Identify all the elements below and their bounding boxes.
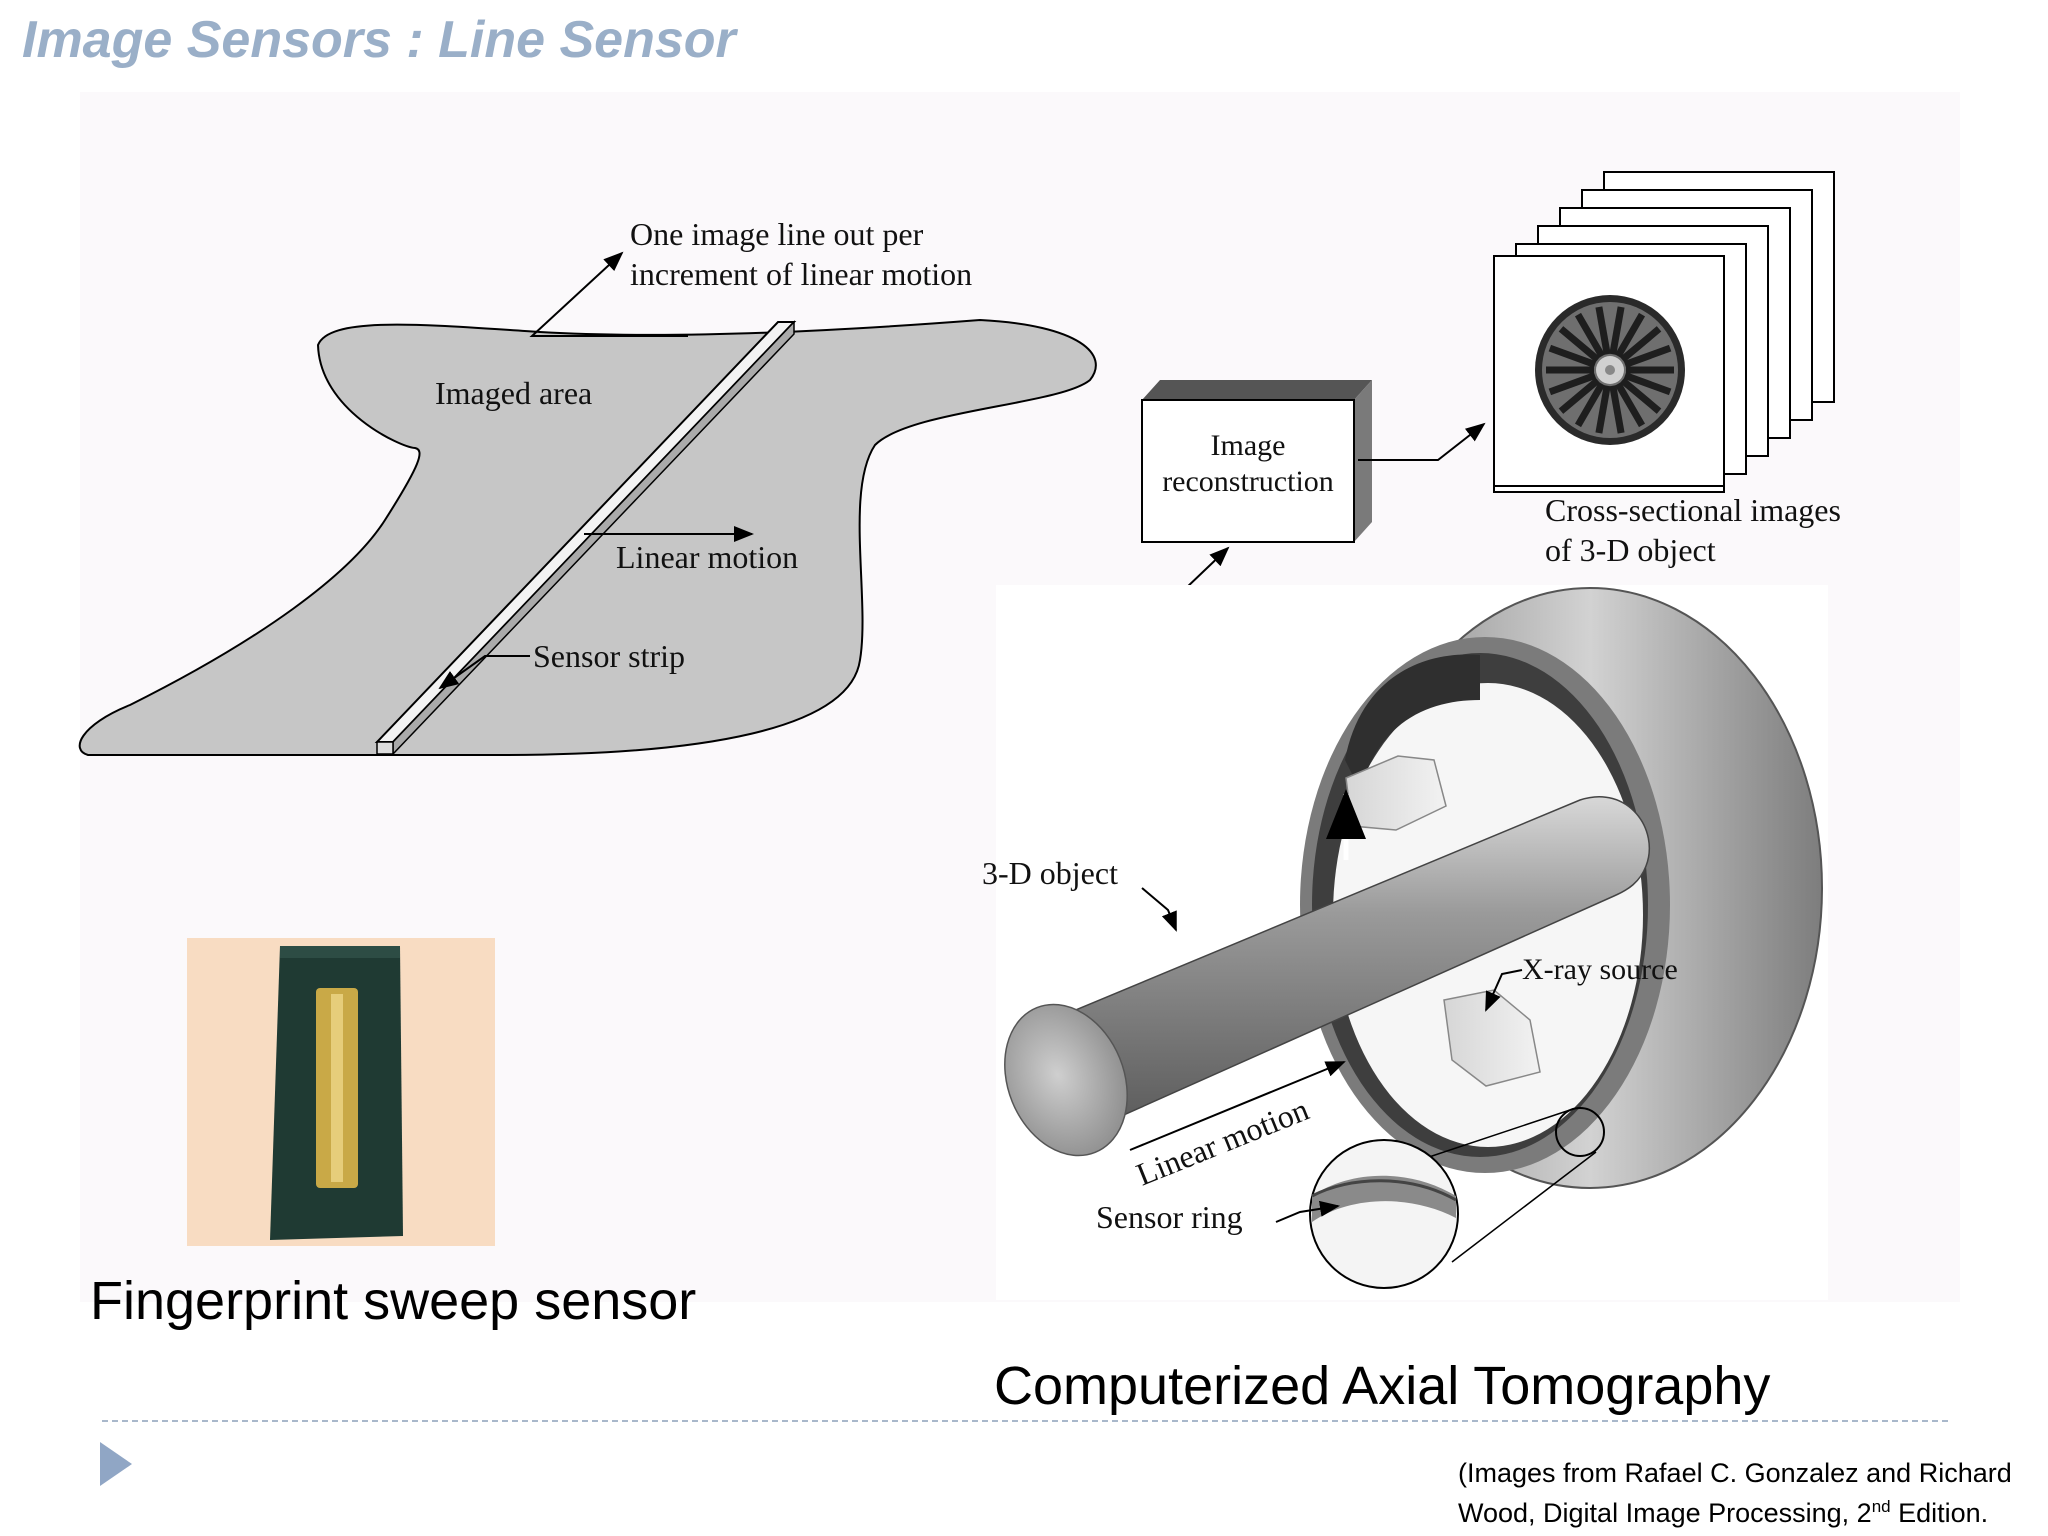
cross-section-label-line1: Cross-sectional images <box>1545 492 1841 528</box>
credit-line2-suffix: Edition. <box>1890 1498 1989 1528</box>
reconstruction-label-line1: Image <box>1211 429 1286 462</box>
credit-line2-prefix: Wood, Digital Image Processing, 2 <box>1458 1498 1872 1528</box>
cross-section-spoke <box>1620 377 1662 414</box>
cross-section-image <box>1535 295 1685 445</box>
xray-label: X-ray source <box>1522 953 1678 986</box>
cross-section-spoke <box>1609 306 1625 355</box>
sensor-ring-zoom <box>1309 1139 1459 1289</box>
cross-section-spoke <box>1595 385 1611 434</box>
cross-section-spoke <box>1558 377 1600 414</box>
cross-section-spoke <box>1623 372 1672 396</box>
reconstruction-pipeline: Image reconstruction Cross-sectional ima… <box>1137 171 1841 633</box>
sensor-strip <box>374 320 797 756</box>
fingerprint-sensor-photo <box>187 938 495 1246</box>
credit-line2: Wood, Digital Image Processing, 2nd Edit… <box>1458 1490 2048 1530</box>
ct-linear-motion-arrow <box>1129 1061 1346 1151</box>
line-sensor-diagram: One image line out per increment of line… <box>78 216 1097 756</box>
output-arrow <box>529 251 688 337</box>
cross-section-spoke <box>1609 385 1625 434</box>
cross-section-label-line2: of 3-D object <box>1545 532 1716 568</box>
slide-title: Image Sensors : Line Sensor <box>22 11 736 69</box>
cross-section-spoke <box>1595 306 1611 355</box>
output-label-line1: One image line out per <box>630 216 924 252</box>
object-cylinder <box>1040 796 1651 1131</box>
reconstruction-label-line2: reconstruction <box>1162 465 1334 498</box>
cross-section-spoke <box>1623 344 1672 368</box>
cross-section-spoke <box>1614 312 1646 358</box>
xray-leader <box>1485 969 1523 1012</box>
sensor-ring-leader <box>1275 1200 1340 1223</box>
sensor-ring-label: Sensor ring <box>1096 1199 1243 1235</box>
sensor-strip-leader <box>438 655 530 690</box>
sensor-strip-label: Sensor strip <box>533 638 685 674</box>
object-leader <box>1141 887 1177 932</box>
play-triangle-icon <box>100 1442 132 1486</box>
reconstruction-output-arrow <box>1358 422 1486 461</box>
sensor-ring-zoom-source <box>1555 1107 1605 1157</box>
output-label-line2: increment of linear motion <box>630 256 972 292</box>
cross-section-spoke <box>1574 382 1606 428</box>
object-label: 3-D object <box>982 855 1118 891</box>
cross-section-spoke <box>1548 344 1597 368</box>
reconstruction-box <box>1141 399 1355 543</box>
cross-section-stack <box>1493 171 1835 493</box>
image-credit: (Images from Rafael C. Gonzalez and Rich… <box>1458 1456 2048 1530</box>
cat-caption: Computerized Axial Tomography <box>994 1356 1771 1416</box>
object-cylinder-end <box>1004 1003 1128 1157</box>
credit-line2-sup: nd <box>1871 1497 1891 1516</box>
fingerprint-caption: Fingerprint sweep sensor <box>90 1271 697 1331</box>
ct-scanner-illustration: 3-D object X-ray source Linear motion Se… <box>982 585 1828 1300</box>
cross-section-spoke <box>1614 382 1646 428</box>
cross-section-spoke <box>1548 372 1597 396</box>
linear-motion-label: Linear motion <box>616 539 798 575</box>
cross-section-spoke <box>1558 326 1600 363</box>
cross-section-spoke <box>1574 312 1606 358</box>
footer-divider <box>102 1420 1948 1422</box>
credit-line1: (Images from Rafael C. Gonzalez and Rich… <box>1458 1458 2012 1488</box>
cross-section-spoke <box>1620 326 1662 363</box>
imaged-area-label: Imaged area <box>435 375 592 411</box>
